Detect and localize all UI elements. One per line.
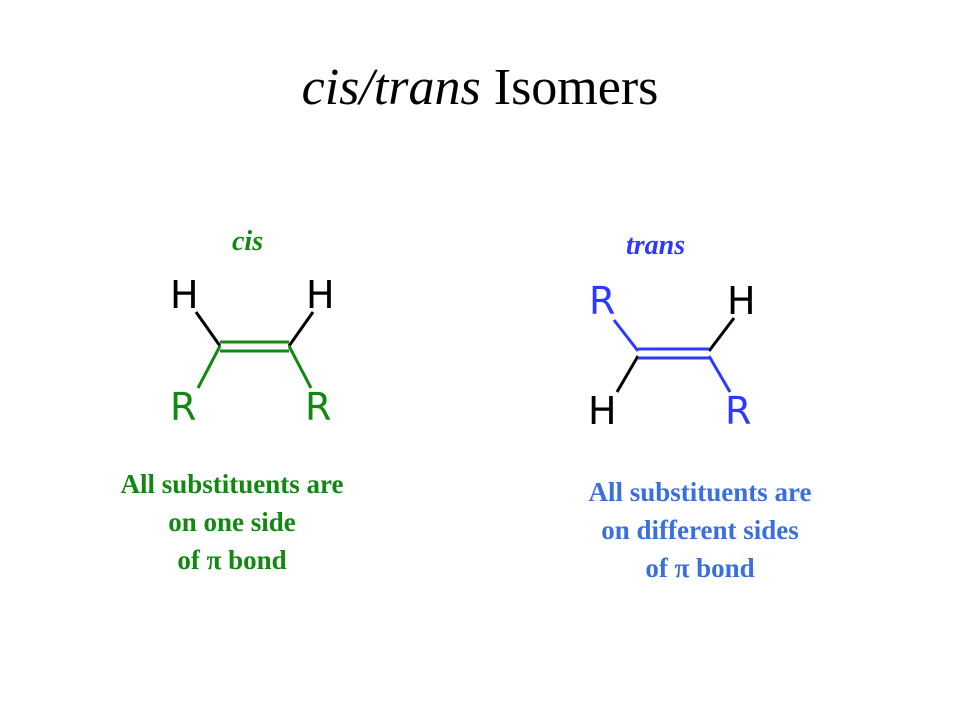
cis-label: cis xyxy=(232,226,264,257)
cis-bond-top-right xyxy=(287,311,315,347)
title-italic: cis/trans xyxy=(301,59,481,116)
cis-bond-bottom-left xyxy=(196,345,222,389)
cis-bond-top-left xyxy=(194,311,222,347)
trans-atom-top-right: H xyxy=(727,279,756,323)
cis-atom-bottom-right: R xyxy=(305,385,331,429)
trans-atom-bottom-left: H xyxy=(588,389,617,433)
trans-molecule: R H H R xyxy=(588,279,756,433)
cis-atom-top-left: H xyxy=(170,273,199,317)
cis-description: All substituents are on one side of π bo… xyxy=(62,465,402,579)
trans-desc-line-1: All substituents are xyxy=(588,477,812,507)
trans-bond-bottom-left xyxy=(615,355,640,393)
trans-bond-top-left xyxy=(612,319,640,352)
cis-atom-bottom-left: R xyxy=(170,385,196,429)
cis-molecule: H H R R xyxy=(170,273,335,429)
trans-bond-bottom-right xyxy=(707,355,732,393)
cis-desc-line-2: on one side xyxy=(168,507,296,537)
cis-desc-line-3: of π bond xyxy=(177,545,287,575)
trans-desc-line-3: of π bond xyxy=(645,553,755,583)
cis-atom-top-right: H xyxy=(306,273,335,317)
trans-atom-bottom-right: R xyxy=(725,389,751,433)
trans-description: All substituents are on different sides … xyxy=(525,473,875,587)
title-rest: Isomers xyxy=(480,59,659,116)
trans-label: trans xyxy=(626,230,686,261)
trans-atom-top-left: R xyxy=(589,279,615,323)
trans-bond-top-right xyxy=(707,317,736,352)
cis-desc-line-1: All substituents are xyxy=(120,469,344,499)
page-title: cis/trans Isomers xyxy=(0,62,960,114)
cis-bond-bottom-right xyxy=(287,345,313,389)
trans-desc-line-2: on different sides xyxy=(601,515,799,545)
